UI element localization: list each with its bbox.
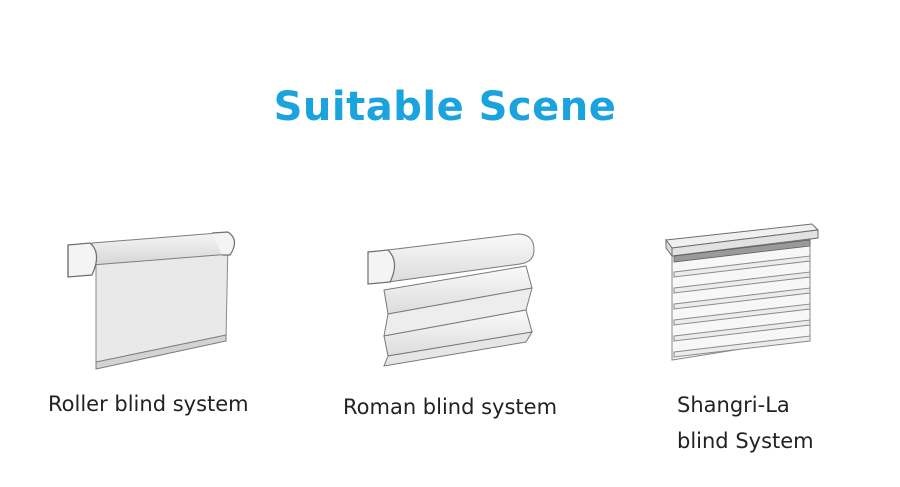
roman-blind-icon [358, 228, 548, 378]
shangri-la-blind-caption: Shangri-La blind System [677, 393, 814, 453]
roller-blind-icon [62, 225, 242, 375]
page-title: Suitable Scene [273, 84, 617, 130]
roller-blind-caption: Roller blind system [48, 392, 249, 416]
roman-blind-caption: Roman blind system [343, 395, 558, 419]
shangri-la-blind-icon [660, 220, 840, 370]
